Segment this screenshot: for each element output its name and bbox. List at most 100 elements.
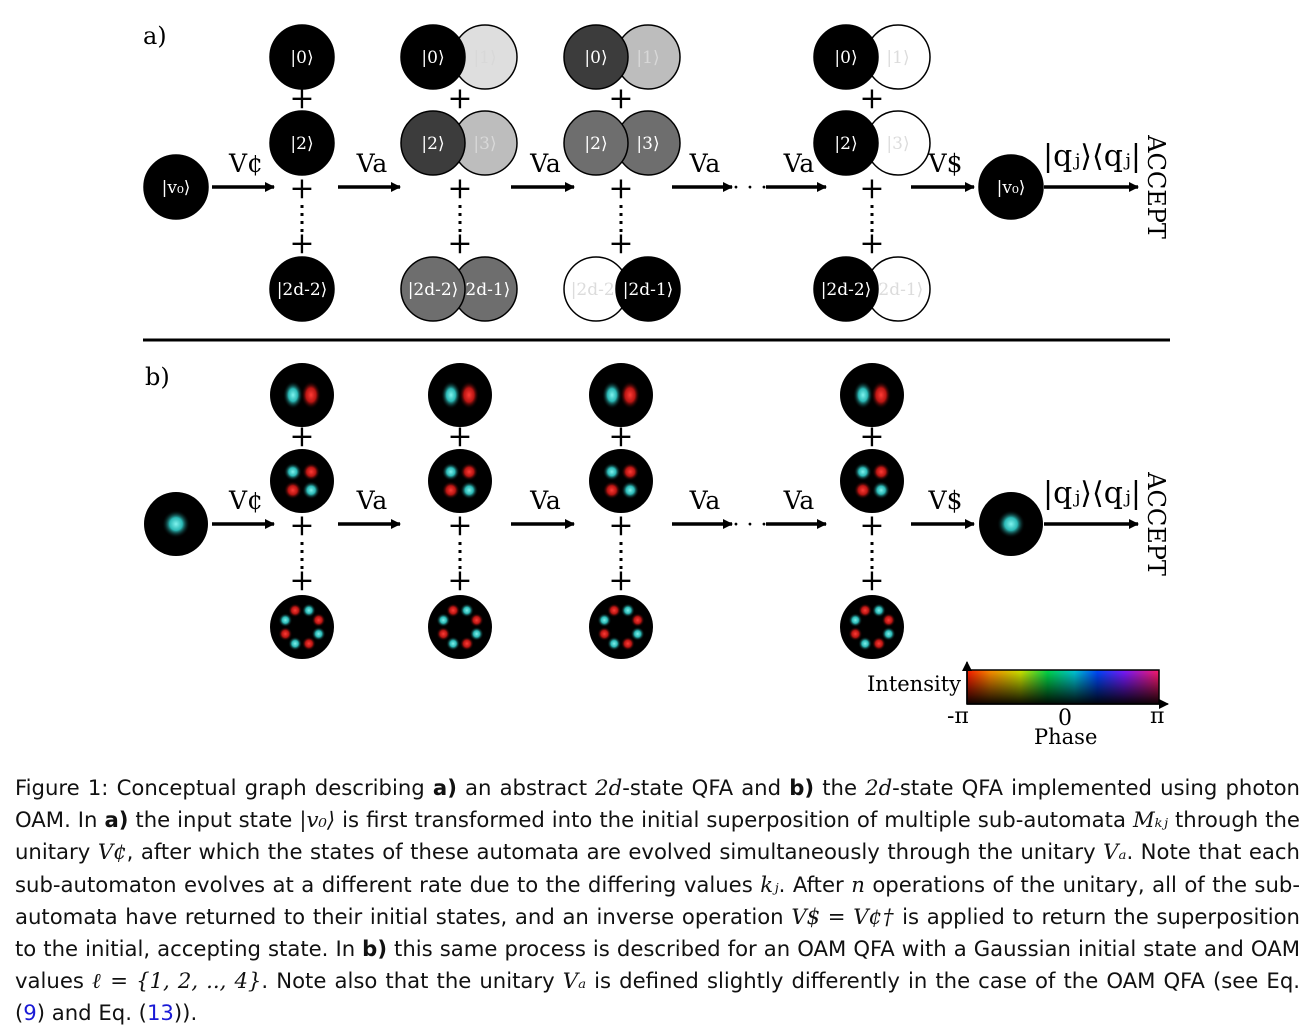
state-col2-s3-label: |3⟩ xyxy=(473,134,496,154)
caption-t4: -state QFA implemented using photon OAM.… xyxy=(15,775,1300,833)
caption-ref-9[interactable]: 9 xyxy=(23,1000,37,1026)
panel-a-op-label-0: V¢ xyxy=(228,149,263,178)
state-col2-s3: |3⟩ xyxy=(452,110,518,176)
panel-a: |v₀⟩|0⟩|2⟩|2d-2⟩|1⟩|0⟩|3⟩|2⟩|2d-1⟩|2d-2⟩… xyxy=(143,24,1170,322)
caption-t5: the input state xyxy=(135,807,293,833)
state-col2-s2d1-label: |2d-1⟩ xyxy=(460,280,511,300)
state-col2-s0-label: |0⟩ xyxy=(421,48,444,68)
plus-a-3-2: + xyxy=(859,171,884,206)
state-col1-s2: |2⟩ xyxy=(269,110,335,176)
caption-ref-13[interactable]: 13 xyxy=(146,1000,174,1026)
caption-t15: is defined slightly differently in the c… xyxy=(15,968,1300,1026)
state-col4-s2d1: |2d-1⟩ xyxy=(865,256,931,322)
plus-b-0-2: + xyxy=(289,508,314,543)
state-col1-s0-label: |0⟩ xyxy=(290,48,313,68)
caption-t10: . After xyxy=(778,871,844,897)
state-col4-s0: |0⟩ xyxy=(813,24,879,90)
state-col3-s3-label: |3⟩ xyxy=(636,134,659,154)
state-col1-s2d2-label: |2d-2⟩ xyxy=(277,280,328,300)
caption-t2: -state QFA and xyxy=(622,775,782,800)
state-col4-s3-label: |3⟩ xyxy=(886,134,909,154)
plus-a-0-2: + xyxy=(289,171,314,206)
plus-b-1-1: + xyxy=(447,419,472,454)
state-col1-s0: |0⟩ xyxy=(269,24,335,90)
state-col4-s2d2-label: |2d-2⟩ xyxy=(821,280,872,300)
state-col3-s2d1-label: |2d-1⟩ xyxy=(623,280,674,300)
panel-a-op-label-4: Va xyxy=(783,149,815,178)
caption-t6: is first transformed into the initial su… xyxy=(342,807,1126,833)
plus-a-1-1: + xyxy=(447,81,472,116)
panel-a-op-label-3: Va xyxy=(689,149,721,178)
caption-n: n xyxy=(851,871,865,897)
colorbar-phase-label: Phase xyxy=(1034,725,1097,749)
caption-a-bold-second: a) xyxy=(104,807,129,833)
panel-a-projector: |qⱼ⟩⟨qⱼ| xyxy=(1043,139,1141,174)
state-v0-input: |v₀⟩ xyxy=(143,154,209,220)
beam-col4-top xyxy=(840,363,904,427)
beam-col4-mid xyxy=(840,449,904,513)
colorbar-intensity-fade xyxy=(967,670,1159,704)
state-col4-s1: |1⟩ xyxy=(865,24,931,90)
plus-b-3-1: + xyxy=(859,419,884,454)
state-col4-s1-label: |1⟩ xyxy=(886,48,909,68)
state-col2-s2d2-label: |2d-2⟩ xyxy=(408,280,459,300)
state-v0-output: |v₀⟩ xyxy=(978,154,1044,220)
state-col4-s0-label: |0⟩ xyxy=(834,48,857,68)
state-col3-s2: |2⟩ xyxy=(563,110,629,176)
state-col2-s1-label: |1⟩ xyxy=(473,48,496,68)
state-col2-s0: |0⟩ xyxy=(400,24,466,90)
caption-t12: is applied to return the superposition t… xyxy=(15,903,1300,962)
state-col4-s2d1-label: |2d-1⟩ xyxy=(873,280,924,300)
caption-t16: ) and Eq. ( xyxy=(36,1000,147,1026)
caption-t7: through the unitary xyxy=(15,807,1300,865)
panel-b-projector: |qⱼ⟩⟨qⱼ| xyxy=(1043,476,1141,511)
beam-col3-mid xyxy=(589,449,653,513)
state-col3-s2d2-label: |2d-2⟩ xyxy=(571,280,622,300)
plus-b-0-1: + xyxy=(289,419,314,454)
state-col3-s0: |0⟩ xyxy=(563,24,629,90)
caption-vcent: V¢ xyxy=(97,839,127,865)
state-col1-s2-label: |2⟩ xyxy=(290,134,313,154)
caption-t17: )). xyxy=(173,1000,198,1026)
figure-caption: Figure 1: Conceptual graph describing a)… xyxy=(15,772,1300,1030)
caption-mkj: Mₖⱼ xyxy=(1132,807,1168,833)
panel-b-op-label-0: V¢ xyxy=(228,486,263,515)
state-col2-s2: |2⟩ xyxy=(400,110,466,176)
panel-b-op-label-5: V$ xyxy=(928,486,963,515)
beam-input-gaussian xyxy=(144,492,208,556)
beam-col3-bottom xyxy=(589,595,653,659)
panel-a-label: a) xyxy=(143,22,167,50)
plus-a-1-2: + xyxy=(447,171,472,206)
state-col4-s2: |2⟩ xyxy=(813,110,879,176)
plus-b-1-2: + xyxy=(447,508,472,543)
caption-v0: |v₀⟩ xyxy=(299,807,336,833)
state-col1-s2d2: |2d-2⟩ xyxy=(269,256,335,322)
caption-vdollar-eq: V$ = V¢† xyxy=(791,903,895,929)
colorbar-max-label: π xyxy=(1150,704,1164,729)
plus-b-2-2: + xyxy=(608,508,633,543)
state-col2-s2d2: |2d-2⟩ xyxy=(400,256,466,322)
caption-b-bold: b) xyxy=(789,775,815,800)
panel-b-op-label-2: Va xyxy=(529,486,561,515)
panel-a-op-label-2: Va xyxy=(529,149,561,178)
state-col3-s2-label: |2⟩ xyxy=(584,134,607,154)
panel-a-ellipsis: · · · xyxy=(733,176,768,201)
caption-kj: kⱼ xyxy=(760,871,779,897)
beam-output-gaussian xyxy=(979,492,1043,556)
figure: a) b) |v₀⟩|0⟩|2⟩|2d-2⟩|1⟩|0⟩|3⟩|2⟩|2d-1⟩… xyxy=(143,22,1170,749)
panel-b-ellipsis: · · · xyxy=(733,513,768,538)
plus-a-2-1: + xyxy=(608,81,633,116)
caption-a-bold: a) xyxy=(432,775,457,800)
caption-b-bold-second: b) xyxy=(362,936,388,962)
caption-2d: 2d xyxy=(595,775,623,800)
colorbar-min-label: -π xyxy=(947,704,969,729)
beam-col1-mid xyxy=(270,449,334,513)
panel-a-op-label-1: Va xyxy=(356,149,388,178)
caption-t14: . Note also that the unitary xyxy=(261,968,555,994)
beam-col2-mid xyxy=(428,449,492,513)
state-col3-s1-label: |1⟩ xyxy=(636,48,659,68)
plus-a-0-1: + xyxy=(289,81,314,116)
caption-prefix: Figure 1: Conceptual graph describing xyxy=(15,775,425,800)
state-col4-s2d2: |2d-2⟩ xyxy=(813,256,879,322)
